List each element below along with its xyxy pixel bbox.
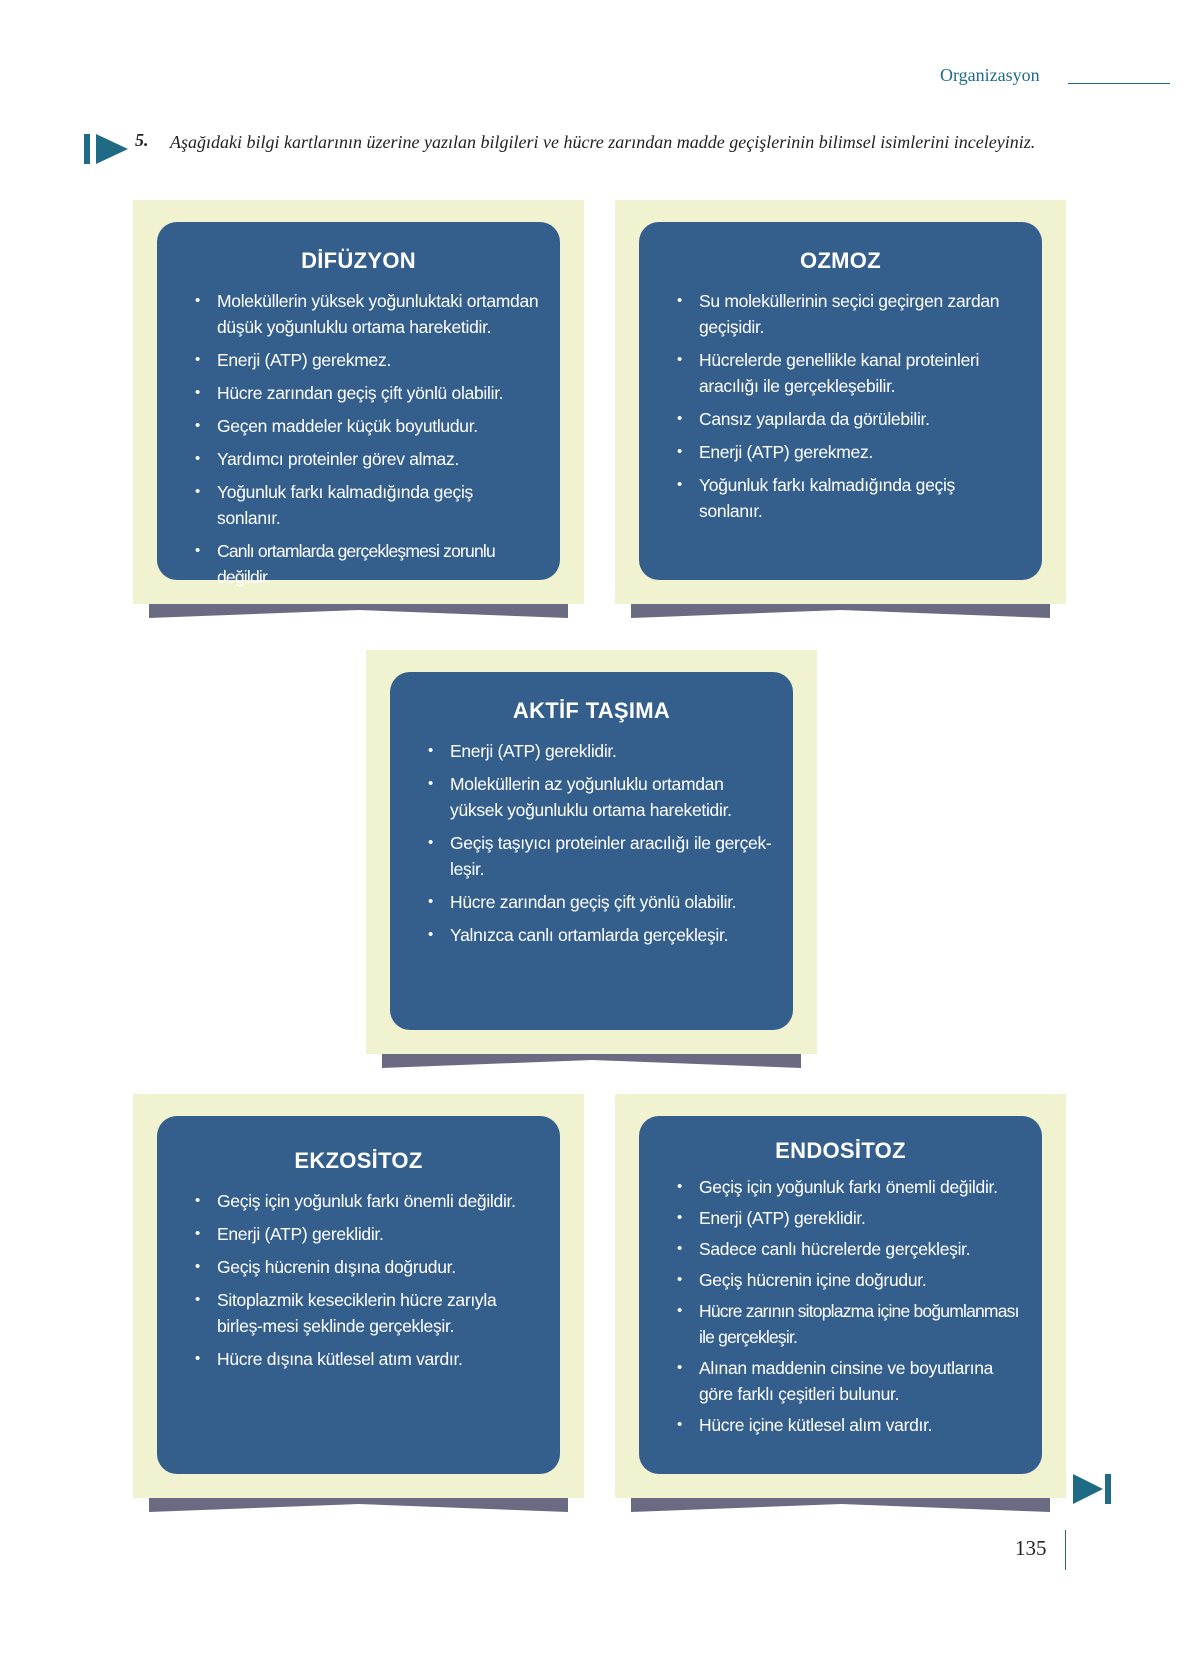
card-title: ENDOSİTOZ — [775, 1138, 906, 1163]
card-shadow — [149, 1498, 568, 1512]
list-item: Su moleküllerinin seçici geçirgen zardan… — [659, 288, 1022, 340]
list-item: Geçiş hücrenin dışına doğrudur. — [177, 1254, 540, 1280]
card-panel: DİFÜZYON Moleküllerin yüksek yoğunluktak… — [157, 222, 560, 587]
list-item: Geçiş hücrenin içine doğrudur. — [659, 1267, 1022, 1293]
card-title: DİFÜZYON — [301, 248, 416, 273]
card-list: Su moleküllerinin seçici geçirgen zardan… — [659, 288, 1022, 524]
list-item: Canlı ortamlarda gerçekleşmesi zorunlu d… — [177, 538, 540, 590]
list-item: Yoğunluk farkı kalmadığında geçiş sonlan… — [659, 472, 1022, 524]
card-shadow — [631, 1498, 1050, 1512]
list-item: Geçiş taşıyıcı proteinler aracılığı ile … — [410, 830, 773, 882]
card-ozmoz: OZMOZ Su moleküllerinin seçici geçirgen … — [615, 200, 1066, 618]
skip-forward-icon[interactable] — [1073, 1474, 1111, 1504]
card-panel: OZMOZ Su moleküllerinin seçici geçirgen … — [639, 222, 1042, 580]
card-difuzyon: DİFÜZYON Moleküllerin yüksek yoğunluktak… — [133, 200, 584, 618]
list-item: Cansız yapılarda da görülebilir. — [659, 406, 1022, 432]
list-item: Hücre zarının sitoplazma içine boğumlanm… — [659, 1298, 1022, 1350]
list-item: Enerji (ATP) gerekmez. — [177, 347, 540, 373]
question-text: Aşağıdaki bilgi kartlarının üzerine yazı… — [170, 132, 1036, 152]
card-endositoz: ENDOSİTOZ Geçiş için yoğunluk farkı önem… — [615, 1094, 1066, 1512]
question-number: 5. — [135, 130, 149, 150]
card-aktif-tasima: AKTİF TAŞIMA Enerji (ATP) gereklidir. Mo… — [366, 650, 817, 1068]
list-item: Hücre zarından geçiş çift yönlü olabilir… — [177, 380, 540, 406]
list-item: Enerji (ATP) gereklidir. — [410, 738, 773, 764]
list-item: Geçiş için yoğunluk farkı önemli değildi… — [659, 1174, 1022, 1200]
list-item: Hücrelerde genellikle kanal proteinleri … — [659, 347, 1022, 399]
card-shadow — [149, 604, 568, 618]
card-panel: AKTİF TAŞIMA Enerji (ATP) gereklidir. Mo… — [390, 672, 793, 1030]
card-title: EKZOSİTOZ — [294, 1148, 423, 1173]
list-item: Hücre zarından geçiş çift yönlü olabilir… — [410, 889, 773, 915]
header-rule — [1068, 83, 1170, 84]
list-item: Yardımcı proteinler görev almaz. — [177, 446, 540, 472]
list-item: Hücre dışına kütlesel atım vardır. — [177, 1346, 540, 1372]
card-list: Enerji (ATP) gereklidir. Moleküllerin az… — [410, 738, 773, 948]
list-item: Sitoplazmik keseciklerin hücre zarıyla b… — [177, 1287, 540, 1339]
card-panel: EKZOSİTOZ Geçiş için yoğunluk farkı önem… — [157, 1116, 560, 1474]
page-number: 135 — [1015, 1536, 1047, 1560]
card-list: Moleküllerin yüksek yoğunluktaki ortamda… — [177, 288, 540, 590]
card-panel: ENDOSİTOZ Geçiş için yoğunluk farkı önem… — [639, 1116, 1042, 1474]
list-item: Moleküllerin yüksek yoğunluktaki ortamda… — [177, 288, 540, 340]
list-item: Moleküllerin az yoğunluklu ortamdan yüks… — [410, 771, 773, 823]
card-list: Geçiş için yoğunluk farkı önemli değildi… — [177, 1188, 540, 1372]
card-list: Geçiş için yoğunluk farkı önemli değildi… — [659, 1174, 1022, 1438]
card-shadow — [382, 1054, 801, 1068]
list-item: Geçiş için yoğunluk farkı önemli değildi… — [177, 1188, 540, 1214]
chapter-title: Organizasyon — [940, 65, 1040, 85]
card-ekzositoz: EKZOSİTOZ Geçiş için yoğunluk farkı önem… — [133, 1094, 584, 1512]
card-title: OZMOZ — [800, 248, 881, 273]
list-item: Enerji (ATP) gereklidir. — [659, 1205, 1022, 1231]
list-item: Alınan maddenin cinsine ve boyutlarına g… — [659, 1355, 1022, 1407]
card-shadow — [631, 604, 1050, 618]
list-item: Yoğunluk farkı kalmadığında geçiş sonlan… — [177, 479, 540, 531]
list-item: Geçen maddeler küçük boyutludur. — [177, 413, 540, 439]
list-item: Enerji (ATP) gereklidir. — [177, 1221, 540, 1247]
list-item: Sadece canlı hücrelerde gerçekleşir. — [659, 1236, 1022, 1262]
question-marker-icon — [84, 134, 128, 164]
card-title: AKTİF TAŞIMA — [512, 698, 671, 723]
page-rule — [1065, 1530, 1066, 1570]
list-item: Hücre içine kütlesel alım vardır. — [659, 1412, 1022, 1438]
list-item: Yalnızca canlı ortamlarda gerçekleşir. — [410, 922, 773, 948]
list-item: Enerji (ATP) gerekmez. — [659, 439, 1022, 465]
